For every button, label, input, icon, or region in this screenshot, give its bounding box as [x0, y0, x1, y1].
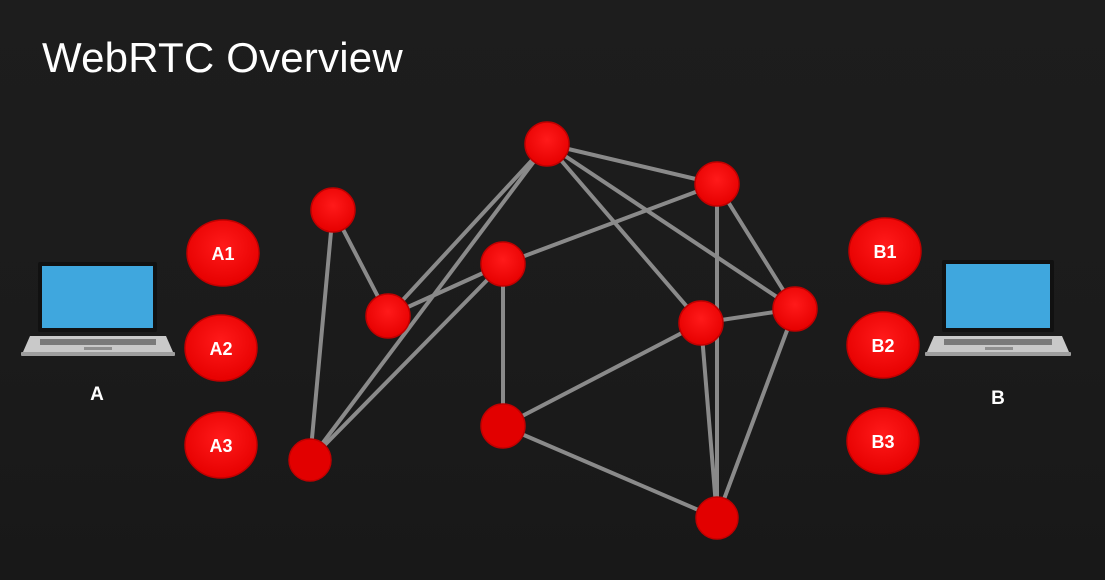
laptop-trackpad — [985, 347, 1013, 350]
network-link — [545, 142, 719, 186]
network-node — [480, 241, 526, 287]
candidate-a2-label: A2 — [209, 339, 232, 359]
network-node — [695, 496, 739, 540]
candidate-a3-label: A3 — [209, 436, 232, 456]
laptop-trackpad — [84, 347, 112, 350]
network-node — [694, 161, 740, 207]
network-link — [545, 142, 797, 311]
laptop-screen — [42, 266, 153, 328]
network-nodes — [288, 121, 818, 540]
network-link — [501, 182, 719, 266]
network-node — [310, 187, 356, 233]
candidate-b2: B2 — [846, 311, 920, 379]
candidate-a1: A1 — [186, 219, 260, 287]
candidate-b3: B3 — [846, 407, 920, 475]
network-link — [308, 142, 549, 462]
network-node — [678, 300, 724, 346]
candidate-b1: B1 — [848, 217, 922, 285]
candidate-b1-label: B1 — [873, 242, 896, 262]
network-node — [772, 286, 818, 332]
peer-a-laptop-icon — [21, 262, 175, 356]
laptop-keyboard — [944, 339, 1052, 345]
network-link — [501, 424, 719, 520]
network-link — [545, 142, 703, 325]
network-link — [699, 321, 719, 520]
network-link — [715, 182, 797, 311]
network-link — [386, 142, 549, 318]
network-node — [524, 121, 570, 167]
network-link — [308, 262, 505, 462]
network-link — [715, 307, 797, 520]
network-link — [308, 208, 335, 462]
slide-title: WebRTC Overview — [42, 34, 403, 81]
network-node — [288, 438, 332, 482]
laptop-edge — [925, 352, 1071, 356]
candidate-a2: A2 — [184, 314, 258, 382]
candidate-a1-label: A1 — [211, 244, 234, 264]
network-link — [501, 321, 703, 428]
laptop-edge — [21, 352, 175, 356]
peer-a-label: A — [90, 384, 104, 405]
candidate-b3-label: B3 — [871, 432, 894, 452]
peer-b-laptop-icon — [925, 260, 1071, 356]
laptop-screen — [946, 264, 1050, 328]
candidate-a3: A3 — [184, 411, 258, 479]
peer-b-label: B — [991, 388, 1005, 409]
laptop-keyboard — [40, 339, 156, 345]
network-node — [365, 293, 411, 339]
network-node — [480, 403, 526, 449]
candidate-b2-label: B2 — [871, 336, 894, 356]
